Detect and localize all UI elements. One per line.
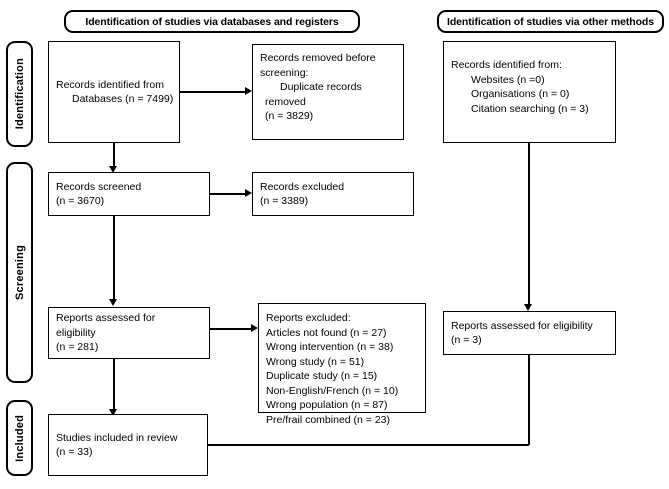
connector-other-elbow-vertical bbox=[528, 355, 530, 445]
connector-assessed-to-excluded bbox=[210, 328, 251, 330]
arrowhead-identified-to-removed bbox=[245, 87, 252, 95]
phase-pill-included: Included bbox=[6, 400, 33, 476]
phase-label-identification: Identification bbox=[13, 58, 26, 130]
studies-included-line-1: Studies included in review bbox=[56, 431, 178, 444]
records-removed-line-2: screening: bbox=[260, 66, 309, 79]
reports-assessed-line-1: Reports assessed for bbox=[56, 312, 156, 325]
box-records-excluded: Records excluded (n = 3389) bbox=[252, 172, 414, 216]
arrowhead-assessed-to-included bbox=[109, 409, 117, 416]
box-records-identified: Records identified from Databases (n = 7… bbox=[48, 41, 180, 143]
header-label-databases: Identification of studies via databases … bbox=[85, 15, 339, 28]
header-pill-other-methods: Identification of studies via other meth… bbox=[437, 10, 664, 33]
box-reports-assessed-other: Reports assessed for eligibility (n = 3) bbox=[443, 311, 616, 355]
header-pill-databases: Identification of studies via databases … bbox=[64, 10, 360, 33]
box-other-sources: Records identified from: Websites (n =0)… bbox=[443, 41, 616, 143]
connector-assessed-to-included bbox=[113, 359, 115, 411]
reports-excluded-line-7: Wrong population (n = 87) bbox=[266, 399, 388, 411]
connector-other-sources-to-assessed bbox=[528, 143, 530, 307]
records-removed-line-3: Duplicate records bbox=[280, 81, 362, 93]
phase-pill-screening: Screening bbox=[6, 162, 33, 383]
other-sources-line-3: Organisations (n = 0) bbox=[471, 88, 570, 100]
box-reports-excluded: Reports excluded: Articles not found (n … bbox=[258, 303, 426, 426]
records-screened-line-2: (n = 3670) bbox=[56, 195, 105, 207]
arrowhead-other-sources-to-assessed bbox=[524, 304, 532, 311]
reports-excluded-line-3: Wrong intervention (n = 38) bbox=[266, 341, 394, 353]
reports-assessed-other-line-1: Reports assessed for eligibility bbox=[451, 319, 593, 332]
reports-assessed-line-2: eligibility bbox=[56, 326, 96, 339]
reports-excluded-line-4: Wrong study (n = 51) bbox=[266, 355, 365, 368]
records-identified-line-2: Databases (n = 7499) bbox=[72, 93, 174, 105]
records-removed-line-5: (n = 3829) bbox=[265, 110, 314, 122]
other-sources-line-1: Records identified from: bbox=[451, 59, 562, 71]
connector-screened-to-assessed bbox=[113, 216, 115, 301]
box-studies-included: Studies included in review (n = 33) bbox=[48, 414, 208, 476]
connector-identified-to-screened bbox=[113, 143, 115, 168]
studies-included-line-2: (n = 33) bbox=[56, 446, 93, 458]
reports-excluded-line-1: Reports excluded: bbox=[266, 312, 351, 324]
arrowhead-screened-to-assessed bbox=[109, 299, 117, 306]
records-removed-line-4: removed bbox=[265, 95, 306, 108]
phase-label-screening: Screening bbox=[13, 245, 26, 300]
reports-excluded-line-8: Pre/frail combined (n = 23) bbox=[266, 413, 391, 426]
records-removed-line-1: Records removed before bbox=[260, 52, 376, 64]
arrowhead-screened-to-excluded bbox=[245, 189, 252, 197]
header-label-other-methods: Identification of studies via other meth… bbox=[447, 15, 654, 28]
phase-label-included: Included bbox=[13, 414, 26, 462]
reports-excluded-line-2: Articles not found (n = 27) bbox=[266, 326, 387, 339]
records-screened-line-1: Records screened bbox=[56, 180, 142, 193]
other-sources-line-2: Websites (n =0) bbox=[471, 73, 545, 86]
connector-screened-to-excluded bbox=[210, 193, 245, 195]
reports-excluded-line-5: Duplicate study (n = 15) bbox=[266, 370, 378, 382]
reports-assessed-line-3: (n = 281) bbox=[56, 341, 99, 354]
box-reports-assessed: Reports assessed for eligibility (n = 28… bbox=[48, 307, 210, 359]
records-excluded-line-1: Records excluded bbox=[260, 180, 345, 193]
records-identified-line-1: Records identified from bbox=[56, 78, 164, 91]
connector-other-elbow-horizontal bbox=[208, 444, 529, 446]
reports-assessed-other-line-2: (n = 3) bbox=[451, 334, 482, 346]
arrowhead-identified-to-screened bbox=[109, 166, 117, 173]
other-sources-line-4: Citation searching (n = 3) bbox=[471, 102, 589, 115]
box-records-removed: Records removed before screening: Duplic… bbox=[252, 44, 404, 140]
records-excluded-line-2: (n = 3389) bbox=[260, 195, 309, 207]
box-records-screened: Records screened (n = 3670) bbox=[48, 172, 210, 216]
phase-pill-identification: Identification bbox=[6, 41, 33, 147]
reports-excluded-line-6: Non-English/French (n = 10) bbox=[266, 384, 399, 397]
connector-identified-to-removed bbox=[180, 91, 245, 93]
arrowhead-assessed-to-excluded bbox=[251, 324, 258, 332]
